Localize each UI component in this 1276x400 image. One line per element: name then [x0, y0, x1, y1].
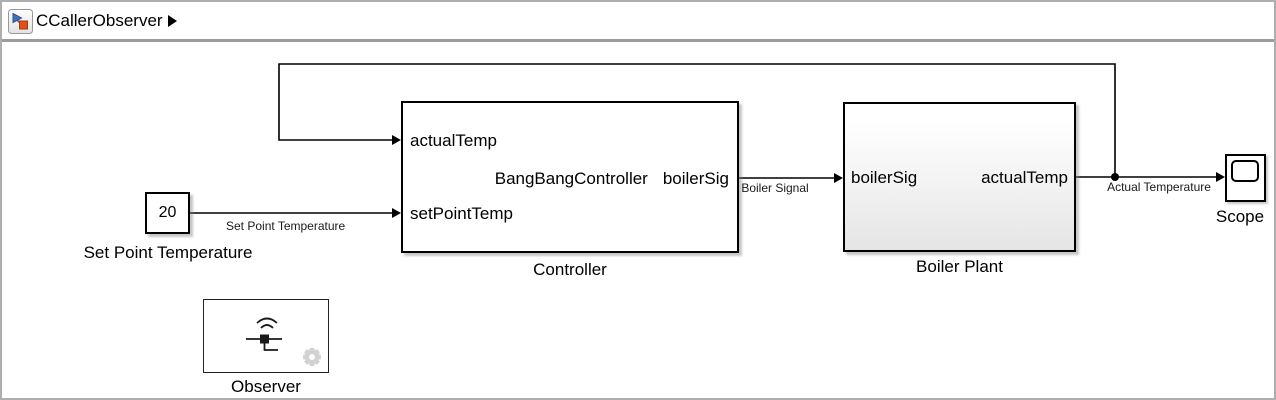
simulink-model-icon	[8, 9, 33, 34]
scope-block[interactable]	[1225, 154, 1266, 202]
arrowhead-set-point-in	[392, 208, 401, 218]
observer-signal-icon	[246, 317, 282, 351]
arrowhead-scope-in	[1216, 172, 1225, 182]
gear-icon	[303, 348, 321, 366]
breadcrumb-bar: CCallerObserver	[2, 2, 1274, 42]
arrowhead-actual-temp-in	[392, 135, 401, 145]
signal-label-actual-temperature[interactable]: Actual Temperature	[1107, 180, 1211, 194]
breadcrumb-model-name[interactable]: CCallerObserver	[36, 11, 163, 30]
port-label-boilersig-out: boilerSig	[662, 169, 729, 188]
block-label-controller[interactable]: Controller	[533, 260, 607, 279]
chevron-right-icon[interactable]	[168, 15, 177, 27]
signal-label-set-point[interactable]: Set Point Temperature	[226, 219, 346, 233]
block-label-set-point[interactable]: Set Point Temperature	[83, 243, 253, 262]
port-label-boilersig-in: boilerSig	[851, 168, 918, 187]
controller-function-name: BangBangController	[494, 169, 648, 188]
block-label-scope[interactable]: Scope	[1215, 207, 1265, 226]
port-label-setpointtemp-in: setPointTemp	[410, 204, 513, 223]
block-label-observer[interactable]: Observer	[231, 377, 301, 396]
arrowhead-boiler-in	[834, 173, 843, 183]
wire-feedback[interactable]	[278, 63, 1116, 177]
observer-block[interactable]	[203, 299, 329, 373]
port-label-actualtemp-out: actualTemp	[981, 168, 1068, 187]
controller-block[interactable]: actualTemp setPointTemp BangBangControll…	[401, 101, 739, 253]
block-label-boiler-plant[interactable]: Boiler Plant	[916, 257, 1003, 276]
port-label-actualtemp-in: actualTemp	[410, 131, 497, 150]
branch-point-dot	[1111, 173, 1119, 181]
constant-value: 20	[158, 204, 177, 221]
signal-label-boiler-signal[interactable]: Boiler Signal	[741, 181, 809, 195]
boiler-plant-block[interactable]: boilerSig actualTemp	[843, 102, 1076, 252]
scope-display-icon	[1231, 160, 1259, 182]
constant-block-set-point[interactable]: 20	[145, 192, 190, 234]
